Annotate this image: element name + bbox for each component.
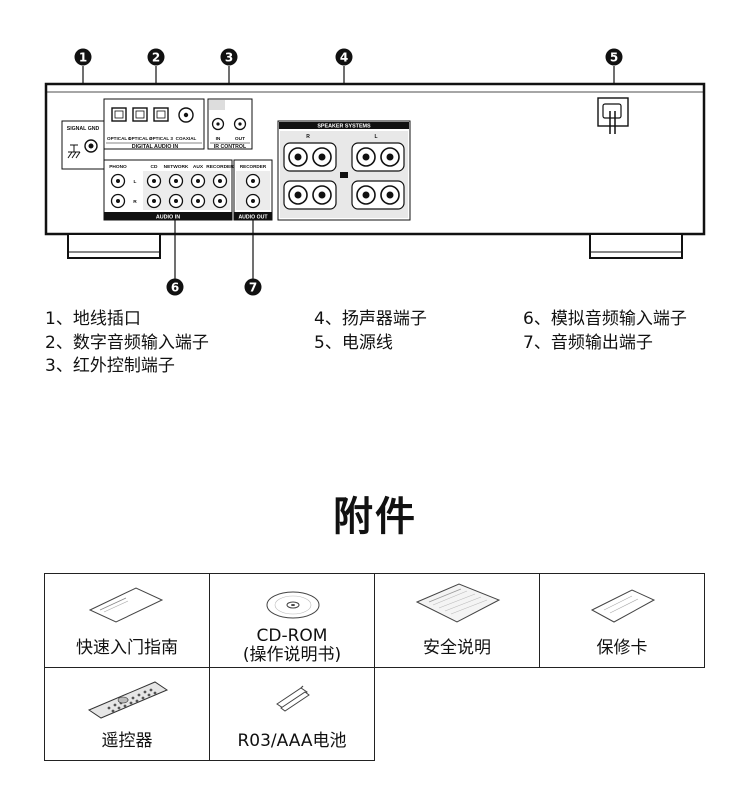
legend-item: 7、音频输出端子: [523, 332, 653, 353]
svg-text:OPTICAL 2: OPTICAL 2: [128, 136, 152, 141]
accessory-warranty-card: 保修卡: [539, 573, 705, 668]
legend-item: 4、扬声器端子: [314, 309, 427, 329]
svg-text:R: R: [133, 199, 137, 205]
svg-text:4: 4: [340, 51, 348, 65]
svg-text:IR CONTROL: IR CONTROL: [214, 144, 247, 150]
svg-text:PHONO: PHONO: [109, 164, 127, 170]
svg-text:NETWORK: NETWORK: [164, 164, 189, 170]
digital-audio-in-section: OPTICAL 1 OPTICAL 2 OPTICAL 3 COAXIAL DI…: [103, 98, 205, 150]
svg-text:5: 5: [610, 51, 618, 65]
accessory-label-secondary: (操作说明书): [242, 645, 342, 665]
svg-text:R: R: [306, 134, 310, 140]
accessory-remote-control: 遥控器: [44, 667, 210, 761]
legend-column-3: 6、模拟音频输入端子 7、音频输出端子: [523, 308, 687, 355]
svg-text:AUDIO OUT: AUDIO OUT: [238, 215, 268, 221]
svg-text:SPEAKER SYSTEMS: SPEAKER SYSTEMS: [317, 124, 371, 130]
legend-column-1: 1、地线插口 2、数字音频输入端子 3、红外控制端子: [45, 308, 209, 379]
signal-gnd-terminal: SIGNAL GND: [61, 120, 105, 170]
legend-item: 5、电源线: [314, 332, 393, 353]
aaa-battery-icon: [276, 685, 310, 712]
svg-text:AUDIO IN: AUDIO IN: [156, 215, 180, 221]
accessory-label: 安全说明: [423, 638, 491, 658]
legend-column-2: 4、扬声器端子 5、电源线: [314, 308, 427, 355]
audio-out-section: RECORDER AUDIO OUT: [233, 159, 273, 221]
rear-panel-diagram: 1 2 3 4 5 SIGNAL GND: [44, 48, 706, 296]
svg-text:OPTICAL 3: OPTICAL 3: [149, 136, 173, 141]
cd-rom-icon: [266, 591, 320, 619]
svg-text:L: L: [374, 134, 377, 140]
legend-item: 2、数字音频输入端子: [45, 332, 209, 353]
accessories-table: 快速入门指南 CD-ROM (操作说明书) 安全说明 保修卡: [44, 573, 705, 761]
svg-text:AUX: AUX: [193, 164, 204, 170]
svg-text:2: 2: [152, 51, 160, 65]
svg-text:IN: IN: [216, 136, 221, 142]
svg-text:COAXIAL: COAXIAL: [176, 136, 197, 141]
power-cord: [597, 97, 629, 134]
svg-text:RECORDER: RECORDER: [206, 164, 234, 170]
quick-start-guide-icon: [88, 587, 164, 623]
callout-7: 7: [244, 220, 262, 296]
accessories-title: 附件: [333, 494, 417, 540]
svg-text:3: 3: [225, 51, 233, 65]
accessory-aaa-batteries: R03/AAA电池: [209, 667, 375, 761]
svg-text:OPTICAL 1: OPTICAL 1: [107, 136, 131, 141]
svg-text:6: 6: [171, 281, 179, 295]
audio-in-section: PHONO CD NETWORK AUX RECORDER L R AUDIO …: [103, 159, 234, 221]
accessory-cd-rom: CD-ROM (操作说明书): [209, 573, 375, 668]
svg-text:RECORDER: RECORDER: [240, 164, 267, 169]
svg-text:1: 1: [79, 51, 87, 65]
legend-item: 1、地线插口: [45, 309, 141, 329]
svg-text:DIGITAL AUDIO IN: DIGITAL AUDIO IN: [132, 144, 179, 150]
accessory-label: R03/AAA电池: [237, 731, 347, 751]
ir-control-section: IN OUT IR CONTROL: [207, 98, 253, 150]
accessory-safety-instructions: 安全说明: [374, 573, 540, 668]
svg-text:CD: CD: [151, 164, 158, 170]
legend-item: 6、模拟音频输入端子: [523, 309, 687, 329]
callout-6: 6: [166, 220, 184, 296]
accessory-label: 保修卡: [596, 638, 648, 658]
svg-text:L: L: [134, 179, 137, 185]
safety-instructions-icon: [415, 583, 501, 623]
accessory-label: 遥控器: [101, 731, 153, 751]
remote-control-icon: [87, 681, 169, 719]
accessory-quick-start-guide: 快速入门指南: [44, 573, 210, 668]
accessory-label: CD-ROM: [256, 626, 328, 646]
speaker-systems-section: SPEAKER SYSTEMS R L: [277, 120, 411, 221]
warranty-card-icon: [590, 589, 656, 623]
svg-text:OUT: OUT: [235, 136, 245, 142]
legend-item: 3、红外控制端子: [45, 356, 175, 376]
accessory-label: 快速入门指南: [76, 638, 178, 658]
svg-text:7: 7: [249, 281, 257, 295]
svg-text:SIGNAL GND: SIGNAL GND: [67, 126, 100, 132]
